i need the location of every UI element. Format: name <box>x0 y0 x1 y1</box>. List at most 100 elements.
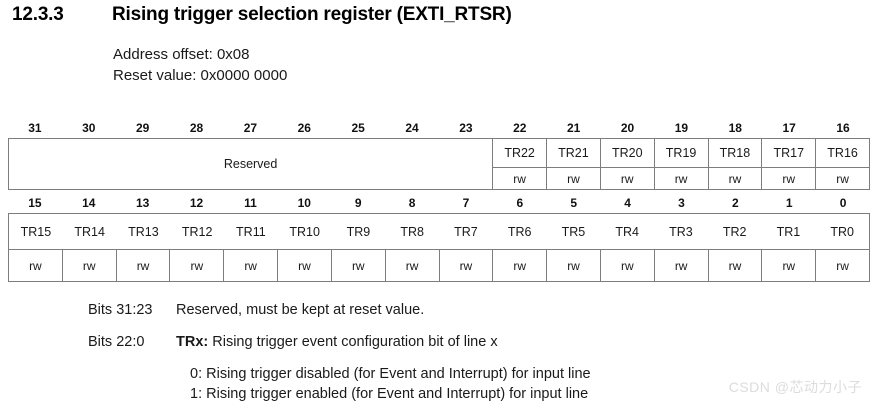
access-cell-rw-6: rw <box>330 250 385 281</box>
field-cell-TR2-13: TR2 <box>722 224 747 239</box>
access-cell-rw-5: rw <box>761 168 815 189</box>
description-bit-range: Bits 31:23 <box>88 302 153 318</box>
access-cell-rw-1: rw <box>546 168 600 189</box>
bit-number-7: 7 <box>462 196 470 210</box>
access-cell-rw-14: rw <box>761 250 815 281</box>
access-cell-rw-2: rw <box>599 168 654 189</box>
bit-number-2: 2 <box>731 196 739 210</box>
bit-number-4: 4 <box>624 196 631 210</box>
watermark: CSDN @芯动力小子 <box>728 379 862 395</box>
bit-number-13: 13 <box>136 196 150 210</box>
bit-number-24: 24 <box>405 121 419 135</box>
description-field-name: TRx: <box>176 334 209 350</box>
bit-number-11: 11 <box>244 196 257 210</box>
description-text: TRx: Rising trigger event configuration … <box>176 332 788 352</box>
bit-number-5: 5 <box>570 196 578 210</box>
bit-number-29: 29 <box>136 121 150 135</box>
access-cell-rw-9: rw <box>492 250 546 281</box>
field-cell-TR9-6: TR9 <box>346 224 371 239</box>
bit-number-15: 15 <box>28 196 42 210</box>
description-bit-range: Bits 22:0 <box>88 334 145 350</box>
bit-descriptions: Bits 31:23 Reserved, must be kept at rese… <box>88 300 788 404</box>
access-cell-rw-11: rw <box>599 250 654 281</box>
bit-number-31: 31 <box>28 121 42 135</box>
bit-number-28: 28 <box>189 121 204 135</box>
bit-number-25: 25 <box>351 121 365 135</box>
bit-number-3: 3 <box>678 196 685 210</box>
field-cell-TR3-12: TR3 <box>669 224 693 239</box>
access-cell-rw-15: rw <box>815 250 869 281</box>
reset-value-line: Reset value: 0x0000 0000 <box>113 67 288 84</box>
register-meta: Address offset: 0x08 Reset value: 0x0000… <box>113 44 287 86</box>
field-cell-TR7-8: TR7 <box>454 224 478 239</box>
page-title: 12.3.3 Rising trigger selection register… <box>12 4 872 26</box>
field-cell-TR1-14: TR1 <box>776 224 801 239</box>
access-cell-rw-1: rw <box>61 250 116 281</box>
field-cell-TR17-5: TR17 <box>761 139 815 167</box>
bit-number-6: 6 <box>516 196 524 210</box>
bit-number-16: 16 <box>836 121 850 135</box>
bit-number-21: 21 <box>567 121 581 135</box>
field-cell-TR12-3: TR12 <box>181 224 213 239</box>
access-cell-rw-12: rw <box>653 250 708 281</box>
access-cell-rw-0: rw <box>29 258 42 273</box>
bit-number-12: 12 <box>189 196 204 210</box>
access-cell-rw-7: rw <box>384 250 439 281</box>
field-cell-TR18-4: TR18 <box>707 139 762 167</box>
field-cell-TR16-6: TR16 <box>815 139 869 167</box>
access-cell-rw-13: rw <box>707 250 762 281</box>
bit-number-8: 8 <box>408 196 416 210</box>
field-cell-TR20-2: TR20 <box>599 139 654 167</box>
bit-number-26: 26 <box>297 121 311 135</box>
access-cell-rw-3: rw <box>169 250 223 281</box>
field-cell-TR0-15: TR0 <box>830 224 854 239</box>
bit-number-14: 14 <box>82 196 96 210</box>
field-cell-TR11-4: TR11 <box>236 224 266 239</box>
bit-number-1: 1 <box>785 196 793 210</box>
access-cell-rw-6: rw <box>815 168 869 189</box>
access-cell-rw-10: rw <box>546 250 600 281</box>
bit-number-23: 23 <box>459 121 473 135</box>
field-cell-TR5-10: TR5 <box>561 224 586 239</box>
bit-number-9: 9 <box>354 196 362 210</box>
reserved-field-cell: Reserved <box>9 139 494 189</box>
field-cell-TR14-1: TR14 <box>74 224 105 239</box>
field-cell-TR6-9: TR6 <box>507 224 532 239</box>
field-cell-TR10-5: TR10 <box>289 224 320 239</box>
field-cell-TR19-3: TR19 <box>653 139 708 167</box>
access-cell-rw-2: rw <box>115 250 170 281</box>
bit-number-20: 20 <box>620 121 635 135</box>
access-cell-rw-5: rw <box>277 250 331 281</box>
description-body-text: Reserved, must be kept at reset value. <box>176 302 425 318</box>
access-cell-rw-4: rw <box>707 168 762 189</box>
bit-number-17: 17 <box>782 121 796 135</box>
bit-number-0: 0 <box>839 196 847 210</box>
description-subline: 0: Rising trigger disabled (for Event an… <box>190 366 591 382</box>
section-number: 12.3.3 <box>12 4 64 25</box>
field-cell-TR22-0: TR22 <box>504 146 535 160</box>
section-title: Rising trigger selection register (EXTI_… <box>112 4 512 25</box>
description-text: Reserved, must be kept at reset value. <box>176 300 788 320</box>
description-row: Bits 22:0 TRx: Rising trigger event confi… <box>88 332 788 352</box>
access-cell-rw-3: rw <box>653 168 708 189</box>
bit-number-30: 30 <box>82 121 96 135</box>
field-cell-TR21-1: TR21 <box>546 139 600 167</box>
access-cell-rw-0: rw <box>513 171 526 186</box>
bit-number-10: 10 <box>297 196 311 210</box>
address-offset-line: Address offset: 0x08 <box>113 46 250 63</box>
bit-number-27: 27 <box>243 121 258 135</box>
bit-number-18: 18 <box>728 121 742 135</box>
description-row: Bits 31:23 Reserved, must be kept at rese… <box>88 300 788 320</box>
description-body-text: Rising trigger event configuration bit o… <box>212 334 498 350</box>
description-subline: 1: Rising trigger enabled (for Event and… <box>190 386 589 402</box>
field-cell-TR13-2: TR13 <box>128 224 159 239</box>
